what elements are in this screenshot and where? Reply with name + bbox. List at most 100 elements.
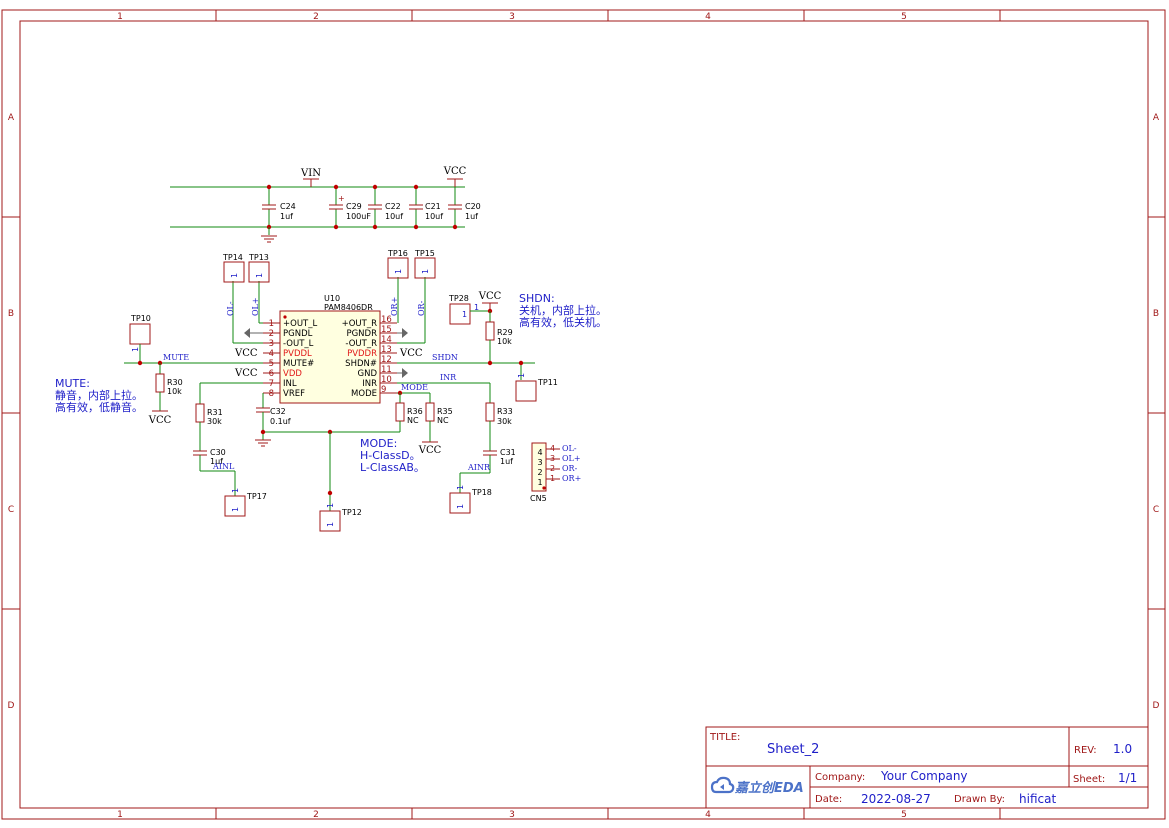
connector-pin-number: 1 xyxy=(537,478,542,487)
mode-section: MODE R36 NC VCC R35 NC xyxy=(395,383,453,456)
testpoint-box xyxy=(248,261,270,283)
testpoint-pin: 1 xyxy=(326,522,335,527)
cap-ref: C22 xyxy=(385,202,401,211)
resistor-body xyxy=(395,402,405,422)
ic-pin-name: PVDDR xyxy=(347,349,377,359)
ic-pin-name: MUTE# xyxy=(283,359,314,369)
net-label: MUTE xyxy=(163,353,189,362)
resistor-ref: R36 xyxy=(407,407,423,416)
resistor-ref: R35 xyxy=(437,407,453,416)
note-line: 高有效，低关机。 xyxy=(519,315,607,329)
vcc-label: VCC xyxy=(234,348,258,359)
title-label: TITLE: xyxy=(709,732,740,743)
testpoint-ref: TP13 xyxy=(248,253,269,262)
testpoint-ref: TP16 xyxy=(387,249,408,258)
connector-pin-number: 3 xyxy=(537,458,542,467)
connector-pin-number: 3 xyxy=(550,454,555,463)
testpoint-pin: 1 xyxy=(326,503,335,508)
testpoint-box xyxy=(129,323,151,345)
sheet-frame xyxy=(1,9,1166,820)
vin-power-label: VIN xyxy=(300,168,321,179)
ic-pin-number: 12 xyxy=(381,355,392,365)
testpoint-pin: 1 xyxy=(394,269,403,274)
cap-value: 1uf xyxy=(465,212,478,221)
testpoint-box xyxy=(223,261,245,283)
ic-pin-name: VREF xyxy=(283,389,305,399)
ic-pin-number: 5 xyxy=(269,359,274,369)
net-label: OL- xyxy=(226,301,235,316)
resistor-value: NC xyxy=(437,416,449,425)
vcc-label: VCC xyxy=(399,348,423,359)
testpoint-pin: 1 xyxy=(230,273,239,278)
svg-text:+: + xyxy=(338,194,345,203)
capacitor xyxy=(448,187,462,227)
row-label-left: D xyxy=(8,701,15,711)
cap-value: 10uf xyxy=(425,212,443,221)
resistor-body xyxy=(195,403,205,423)
resistor-value: 10k xyxy=(497,337,512,346)
ic-ref: U10 xyxy=(324,294,340,303)
testpoint-box xyxy=(449,303,471,325)
note-line: H-ClassD。 xyxy=(360,449,421,462)
note-line: 静音，内部上拉。 xyxy=(55,388,143,402)
vcc-label: VCC xyxy=(478,291,502,302)
net-label: OR- xyxy=(562,464,578,473)
cap-ref: C31 xyxy=(500,448,516,457)
title-block: TITLE: Sheet_2 REV: 1.0 嘉立创EDA Company: … xyxy=(705,726,1149,809)
testpoint-box xyxy=(414,257,436,279)
ic-pin-name: GND xyxy=(358,369,378,379)
testpoint-ref: TP11 xyxy=(537,378,558,387)
testpoint-box xyxy=(449,492,471,514)
cloud-logo-icon xyxy=(710,776,735,794)
connector-cn5: 4 3 2 1 4 3 2 1 OL- OL+ OR- OR+ CN5 xyxy=(530,442,581,503)
connector-ref: CN5 xyxy=(530,494,547,503)
sheet-label: Sheet: xyxy=(1073,774,1105,785)
row-label-left: A xyxy=(8,113,15,123)
row-label-right: C xyxy=(1153,505,1159,515)
net-label: OR- xyxy=(417,300,426,316)
net-label: AINR xyxy=(467,463,491,472)
net-label: OR+ xyxy=(390,297,399,316)
resistor-ref: R29 xyxy=(497,328,513,337)
rev-label: REV: xyxy=(1074,745,1097,756)
ic-pin-number: 10 xyxy=(381,375,392,385)
testpoint-box xyxy=(224,495,246,517)
rev-value: 1.0 xyxy=(1113,742,1132,756)
resistor-ref: R30 xyxy=(167,378,183,387)
date-label: Date: xyxy=(815,794,842,805)
ic-pin-number: 8 xyxy=(269,389,274,399)
connector-pin-number: 2 xyxy=(550,464,555,473)
frame-labels: 1 2 3 4 5 1 2 3 4 5 A B C D A B C D xyxy=(8,12,1160,820)
capacitor xyxy=(262,187,276,227)
row-label-left: B xyxy=(8,309,14,319)
net-label: OR+ xyxy=(562,474,581,483)
ic-pin-number: 14 xyxy=(381,335,392,345)
col-label-top: 4 xyxy=(705,12,711,22)
cap-value: 0.1uf xyxy=(270,417,291,426)
resistor-value: 10k xyxy=(167,387,182,396)
net-label: AINL xyxy=(212,462,235,471)
mute-section: MUTE TP10 1 VCC R30 10k xyxy=(124,314,263,426)
ic-pin-name: +OUT_L xyxy=(283,319,317,329)
testpoint-ref: TP17 xyxy=(246,492,267,501)
row-label-right: D xyxy=(1153,701,1160,711)
connector-pin-number: 1 xyxy=(550,474,555,483)
mute-note: MUTE: 静音，内部上拉。 高有效，低静音。 xyxy=(55,377,143,414)
testpoint-pin: 1 xyxy=(421,269,430,274)
inl-section: R31 30k C30 1uf AINL TP17 1 1 xyxy=(193,382,267,517)
testpoint-ref: TP15 xyxy=(414,249,435,258)
net-label: OL+ xyxy=(251,297,260,316)
vcc-power-label: VCC xyxy=(443,166,467,177)
ic-pin-name: INL xyxy=(283,379,297,389)
resistor-value: 30k xyxy=(497,417,512,426)
ic-pin-number: 2 xyxy=(269,329,274,339)
col-label-top: 1 xyxy=(117,12,123,22)
ic-pin-number: 1 xyxy=(269,319,274,329)
ic-pin-number: 3 xyxy=(269,339,274,349)
drawn-by-label: Drawn By: xyxy=(954,794,1005,805)
shdn-section: SHDN TP28 1 1 VCC R29 10k TP11 1 xyxy=(397,291,558,402)
eda-logo-text: 嘉立创EDA xyxy=(734,780,804,796)
cap-ref: C21 xyxy=(425,202,441,211)
net-label: SHDN xyxy=(432,353,458,362)
sheet-value: 1/1 xyxy=(1118,771,1137,785)
